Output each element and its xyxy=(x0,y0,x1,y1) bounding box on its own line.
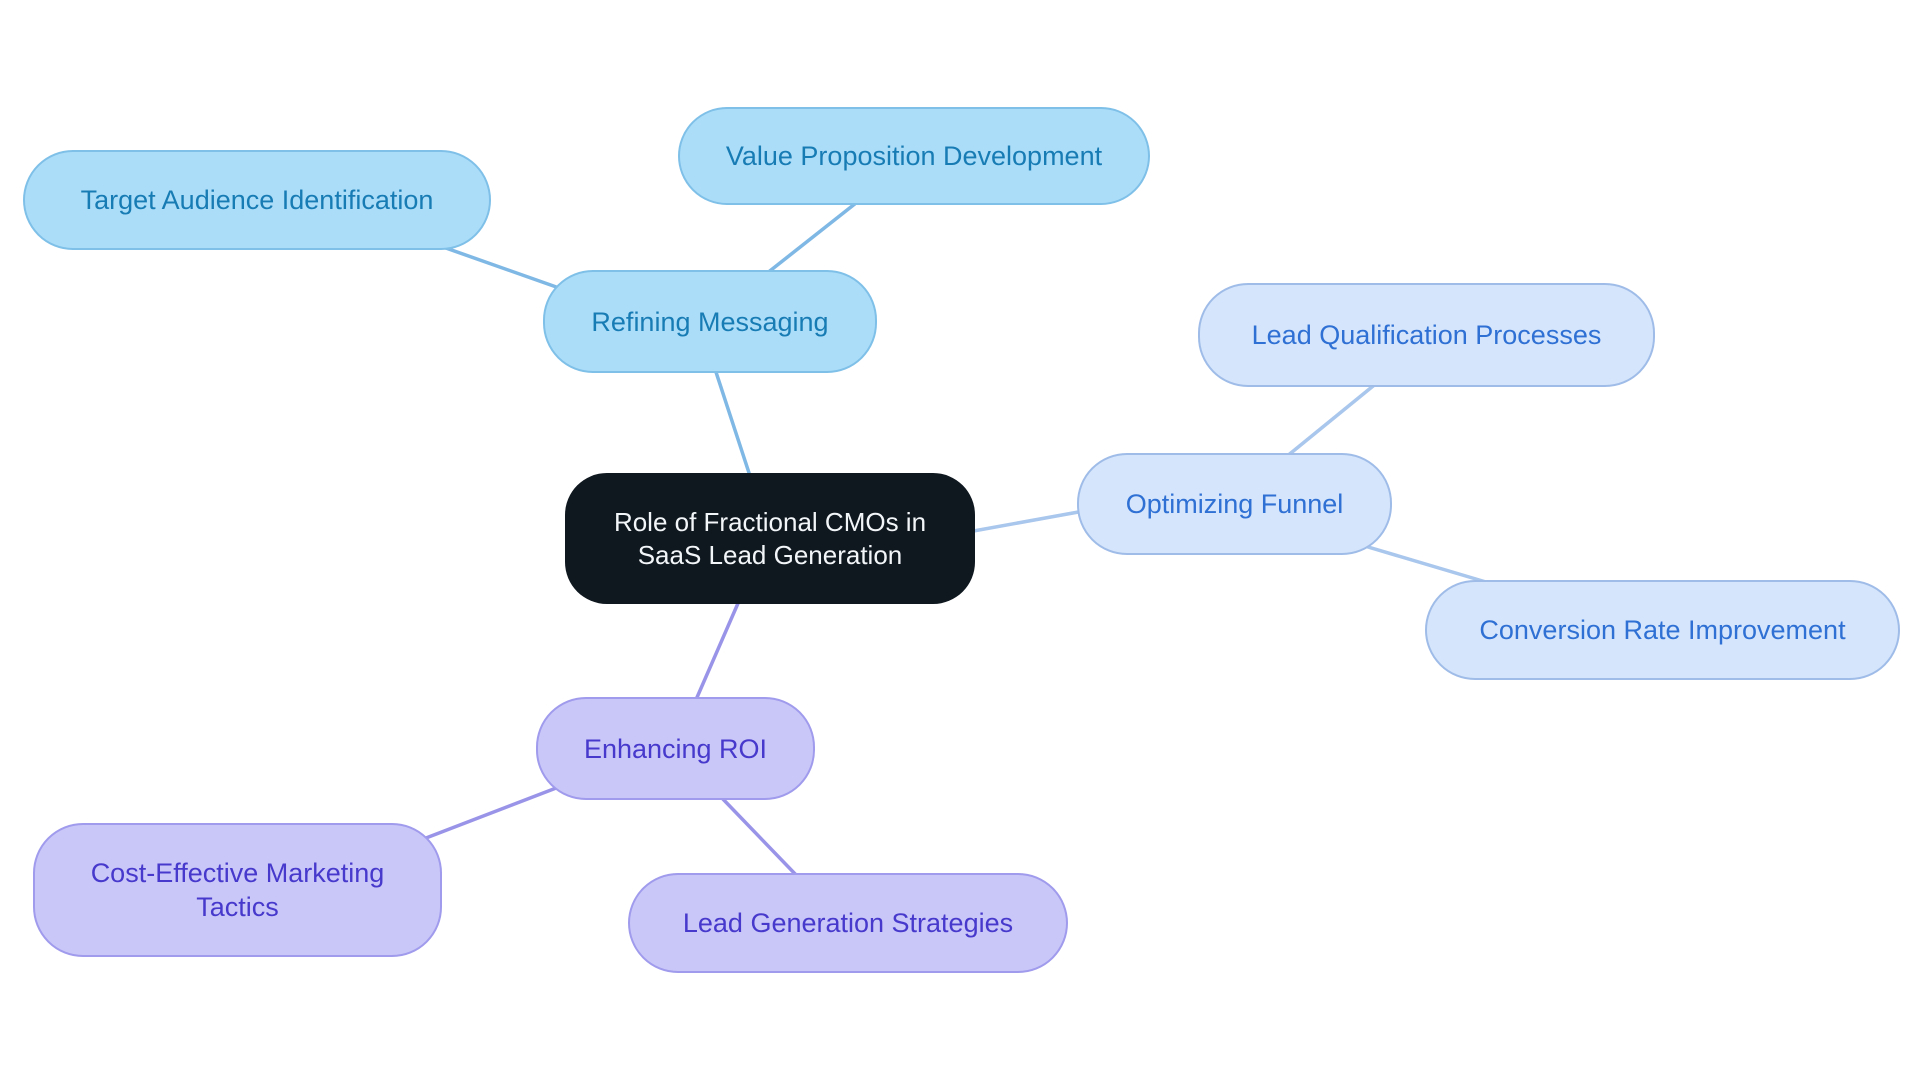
mindmap-node-label: Optimizing Funnel xyxy=(1125,489,1344,519)
edge-optimizing-funnel-conversion-rate xyxy=(1356,542,1498,587)
mindmap-node-cost-effective-marketing-tactics[interactable]: Cost-Effective Marketing Tactics xyxy=(33,823,442,957)
edge-root-optimizing-funnel xyxy=(966,509,1086,534)
mindmap-node-optimizing-funnel[interactable]: Optimizing Funnel xyxy=(1077,453,1392,555)
mindmap-node-label: Enhancing ROI xyxy=(583,733,768,764)
edge-enhancing-roi-cost-effective xyxy=(424,778,579,840)
mindmap-node-label: Cost-Effective Marketing Tactics xyxy=(90,858,385,922)
mindmap-node-label: Lead Qualification Processes xyxy=(1251,320,1602,350)
mindmap-node-lead-generation-strategies[interactable]: Lead Generation Strategies xyxy=(628,873,1068,973)
mindmap-node-lead-qualification-processes[interactable]: Lead Qualification Processes xyxy=(1198,283,1655,387)
edge-root-enhancing-roi xyxy=(693,599,741,704)
edge-optimizing-funnel-lead-qualification xyxy=(1284,380,1380,459)
mindmap-node-target-audience-identification[interactable]: Target Audience Identification xyxy=(23,150,491,250)
mindmap-node-root[interactable]: Role of Fractional CMOs in SaaS Lead Gen… xyxy=(565,473,975,604)
mindmap-node-enhancing-roi[interactable]: Enhancing ROI xyxy=(536,697,815,800)
mindmap-node-refining-messaging[interactable]: Refining Messaging xyxy=(543,270,877,373)
mindmap-node-label: Lead Generation Strategies xyxy=(682,908,1014,938)
edge-refining-messaging-target-audience xyxy=(441,245,564,291)
edge-root-refining-messaging xyxy=(712,364,754,484)
mindmap-node-label: Target Audience Identification xyxy=(80,185,434,215)
mindmap-node-conversion-rate-improvement[interactable]: Conversion Rate Improvement xyxy=(1425,580,1900,680)
mindmap-node-label: Conversion Rate Improvement xyxy=(1479,615,1846,645)
mindmap-node-label: Value Proposition Development xyxy=(725,141,1103,171)
mindmap-node-label: Refining Messaging xyxy=(591,306,829,337)
mindmap-node-root-label: Role of Fractional CMOs in SaaS Lead Gen… xyxy=(613,506,927,570)
edge-refining-messaging-value-proposition xyxy=(764,201,858,276)
mindmap-node-value-proposition-development[interactable]: Value Proposition Development xyxy=(678,107,1150,205)
edge-enhancing-roi-lead-generation xyxy=(718,794,801,880)
